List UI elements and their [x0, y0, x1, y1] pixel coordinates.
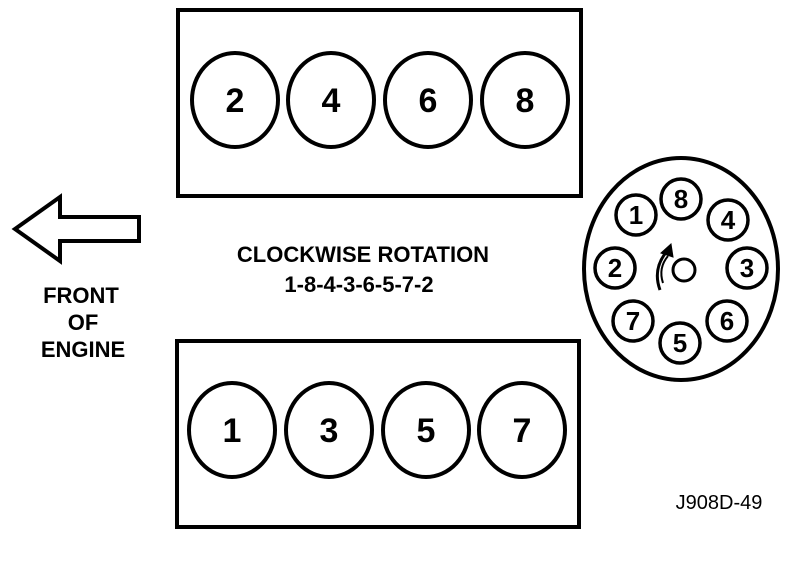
- terminal-label: 8: [674, 184, 688, 214]
- terminal-label: 6: [720, 306, 734, 336]
- cylinder-label: 6: [419, 82, 438, 120]
- terminal-label: 7: [626, 306, 640, 336]
- terminal-3: 3: [725, 246, 769, 290]
- front-arrow-icon: [11, 193, 141, 265]
- distributor-cap: 1 8 4 3 6 5 7 2: [582, 156, 780, 382]
- rotor-center: [671, 257, 697, 283]
- front-of-engine-label: FRONT OF ENGINE: [41, 283, 125, 362]
- terminal-label: 5: [673, 328, 687, 358]
- cylinder-4: 4: [286, 51, 376, 149]
- terminal-1: 1: [614, 193, 658, 237]
- terminal-label: 1: [629, 200, 643, 230]
- bottom-cylinder-bank: 1 3 5 7: [175, 339, 581, 529]
- terminal-label: 4: [721, 205, 736, 235]
- terminal-label: 2: [608, 253, 622, 283]
- front-label-line2: OF: [68, 310, 99, 335]
- top-cylinder-bank: 2 4 6 8: [176, 8, 583, 198]
- cylinder-label: 1: [223, 412, 242, 450]
- cylinder-1: 1: [187, 381, 277, 479]
- cylinder-5: 5: [381, 381, 471, 479]
- cylinder-label: 8: [516, 82, 535, 120]
- cylinder-label: 5: [417, 412, 436, 450]
- front-label-line3: ENGINE: [41, 337, 125, 362]
- front-label-line1: FRONT: [43, 283, 119, 308]
- firing-order: 1-8-4-3-6-5-7-2: [284, 272, 433, 297]
- cylinder-8: 8: [480, 51, 570, 149]
- figure-code: J908D-49: [676, 492, 763, 514]
- rotation-arrow-icon: [655, 243, 674, 291]
- cylinder-label: 2: [226, 82, 245, 120]
- terminal-4: 4: [706, 198, 750, 242]
- cylinder-label: 3: [320, 412, 339, 450]
- cylinder-7: 7: [477, 381, 567, 479]
- cylinder-6: 6: [383, 51, 473, 149]
- terminal-7: 7: [611, 299, 655, 343]
- terminal-5: 5: [658, 321, 702, 365]
- cylinder-label: 4: [322, 82, 341, 120]
- terminal-2: 2: [593, 246, 637, 290]
- rotation-title: CLOCKWISE ROTATION: [237, 242, 489, 267]
- cylinder-2: 2: [190, 51, 280, 149]
- terminal-6: 6: [705, 299, 749, 343]
- terminal-8: 8: [659, 177, 703, 221]
- cylinder-3: 3: [284, 381, 374, 479]
- terminal-label: 3: [740, 253, 754, 283]
- cylinder-label: 7: [513, 412, 532, 450]
